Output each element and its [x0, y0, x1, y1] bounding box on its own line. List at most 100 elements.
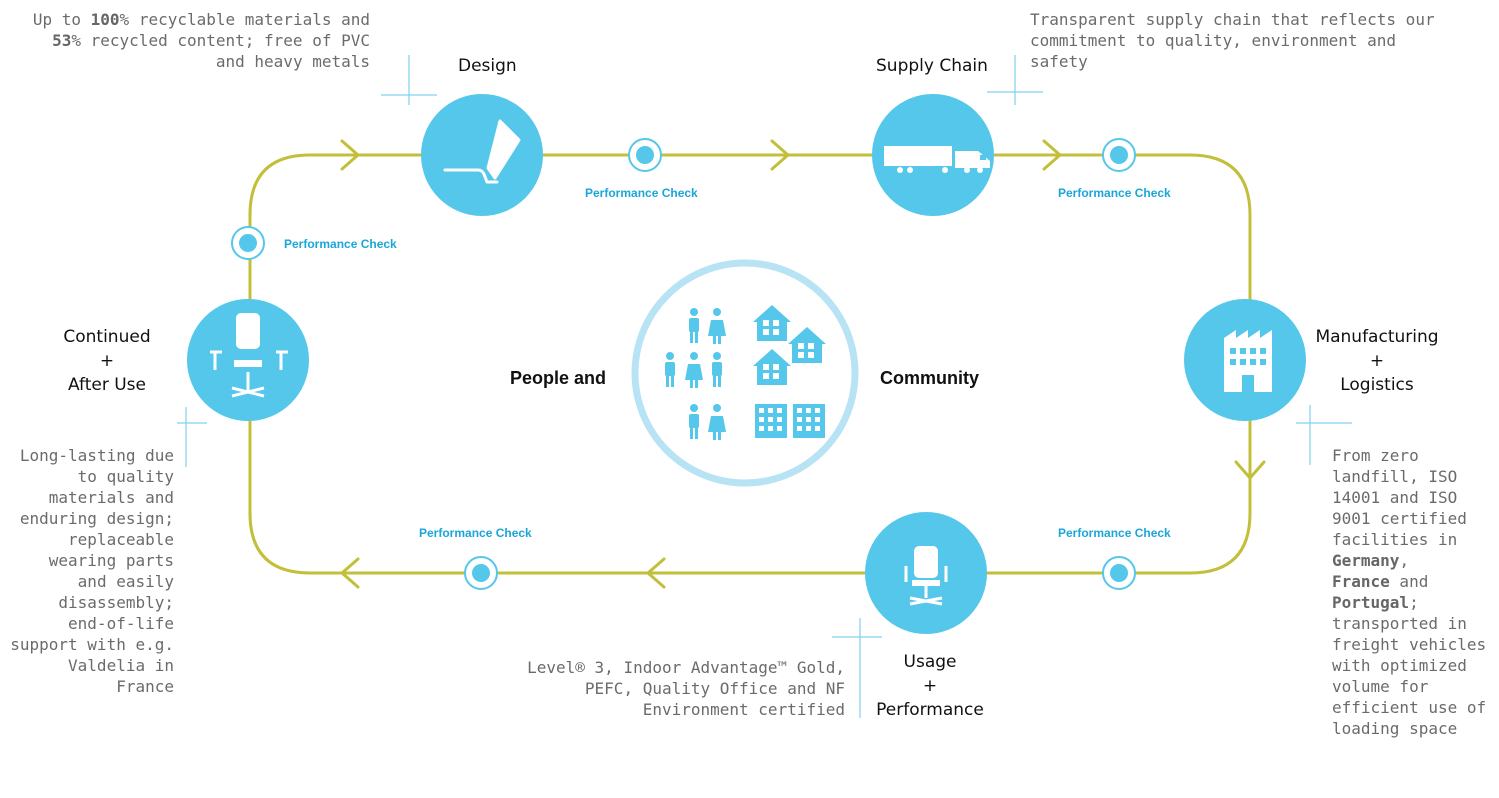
office-chair-icon	[904, 546, 948, 606]
pencil-icon	[443, 119, 521, 184]
note-line: France	[116, 677, 174, 696]
crosshair-decorations	[177, 55, 1352, 718]
center-left-label: People and	[510, 368, 607, 388]
note-line: wearing parts	[48, 551, 174, 570]
check-marker-icon	[1102, 556, 1136, 590]
note-line: replaceable	[68, 530, 174, 549]
building-icon	[755, 404, 787, 438]
stage-label-line: Continued	[63, 327, 151, 347]
usage-stage-label: Usage + Performance	[865, 650, 995, 722]
supply-chain-note: Transparent supply chain that reflects o…	[1030, 9, 1450, 72]
note-line: support with e.g.	[10, 635, 174, 654]
note-line: France and	[1332, 572, 1429, 591]
center-right-label: Community	[880, 368, 979, 388]
note-line: Environment certified	[642, 700, 845, 719]
note-line: loading space	[1332, 719, 1458, 738]
note-line: From zero	[1332, 446, 1419, 465]
note-emphasis: France	[1332, 572, 1390, 591]
check-marker-icon	[464, 556, 498, 590]
stage-label-line: Manufacturing	[1315, 327, 1439, 347]
check-marker-icon	[628, 138, 662, 172]
note-line: facilities in	[1332, 530, 1458, 549]
note-line: PEFC, Quality Office and NF	[584, 679, 845, 698]
person-icon	[665, 352, 675, 387]
arrow-down-icon	[1234, 460, 1266, 481]
note-line: end-of-life	[68, 614, 174, 633]
note-line: Level® 3, Indoor Advantage™ Gold,	[527, 658, 845, 677]
person-icon	[708, 308, 726, 344]
note-line: enduring design;	[19, 509, 174, 528]
note-emphasis: 53	[52, 31, 72, 50]
house-icon	[788, 327, 826, 363]
note-line: freight vehicles	[1332, 635, 1487, 654]
house-icon	[753, 349, 791, 385]
arrow-left-icon	[339, 557, 360, 589]
person-icon	[689, 308, 699, 343]
continued-note: Long-lasting due to quality materials and e…	[2, 445, 174, 697]
note-line: Up to 100% recyclable materials and	[32, 10, 370, 29]
note-line: volume for	[1332, 677, 1429, 696]
note-line: Valdelia in	[68, 656, 174, 675]
note-line: materials and	[48, 488, 174, 507]
stage-label-line: Logistics	[1340, 375, 1414, 395]
note-emphasis: Portugal	[1332, 593, 1410, 612]
people-houses-icon	[665, 305, 826, 440]
arrow-chevrons	[339, 139, 1266, 589]
note-line: Transparent supply chain that reflects o…	[1030, 10, 1435, 29]
person-icon	[685, 352, 703, 388]
usage-note: Level® 3, Indoor Advantage™ Gold, PEFC, Q…	[480, 657, 845, 720]
performance-check-label: Performance Check	[585, 186, 698, 200]
factory-icon	[1224, 330, 1272, 392]
person-icon	[689, 404, 699, 439]
note-line: safety	[1030, 52, 1088, 71]
note-line: 14001 and ISO	[1332, 488, 1458, 507]
note-line: and heavy metals	[215, 52, 370, 71]
building-icon	[793, 404, 825, 438]
note-line: landfill, ISO	[1332, 467, 1458, 486]
chair-disassembly-icon	[210, 313, 288, 398]
note-line: efficient use of	[1332, 698, 1487, 717]
performance-check-label: Performance Check	[1058, 526, 1171, 540]
stage-label-line: +	[99, 351, 115, 371]
arrow-right-icon	[340, 139, 361, 171]
note-line: transported in	[1332, 614, 1467, 633]
arrow-right-icon	[770, 139, 791, 171]
person-icon	[712, 352, 722, 387]
design-note: Up to 100% recyclable materials and 53% r…	[20, 9, 370, 72]
arrow-right-icon	[1042, 139, 1063, 171]
note-line: Germany,	[1332, 551, 1410, 570]
truck-icon	[884, 146, 990, 173]
person-icon	[708, 404, 726, 440]
design-stage-label: Design	[458, 56, 517, 76]
manufacturing-note: From zero landfill, ISO 14001 and ISO 9001 …	[1332, 445, 1497, 739]
check-marker-icon	[1102, 138, 1136, 172]
stage-label-line: Usage	[903, 652, 957, 672]
note-line: commitment to quality, environment and	[1030, 31, 1397, 50]
performance-check-label: Performance Check	[419, 526, 532, 540]
note-emphasis: 100	[90, 10, 120, 29]
stage-label-line: +	[1369, 351, 1385, 371]
note-line: 53% recycled content; free of PVC	[52, 31, 370, 50]
note-line: with optimized	[1332, 656, 1467, 675]
note-line: Portugal;	[1332, 593, 1419, 612]
stage-label-line: +	[922, 676, 938, 696]
stage-label-line: After Use	[68, 375, 146, 395]
stage-label-line: Performance	[876, 700, 984, 720]
supply-chain-stage-label: Supply Chain	[876, 56, 988, 76]
note-line: disassembly;	[58, 593, 174, 612]
performance-check-label: Performance Check	[284, 237, 397, 251]
note-line: and easily	[77, 572, 174, 591]
note-line: Long-lasting due	[19, 446, 174, 465]
design-node	[421, 94, 543, 216]
note-line: to quality	[77, 467, 174, 486]
note-line: 9001 certified	[1332, 509, 1467, 528]
check-marker-icon	[231, 226, 265, 260]
arrow-left-icon	[645, 557, 666, 589]
performance-check-markers	[231, 138, 1136, 590]
manufacturing-stage-label: Manufacturing + Logistics	[1312, 325, 1442, 397]
cycle-path	[248, 153, 1252, 575]
note-emphasis: Germany	[1332, 551, 1400, 570]
house-icon	[753, 305, 791, 341]
performance-check-label: Performance Check	[1058, 186, 1171, 200]
